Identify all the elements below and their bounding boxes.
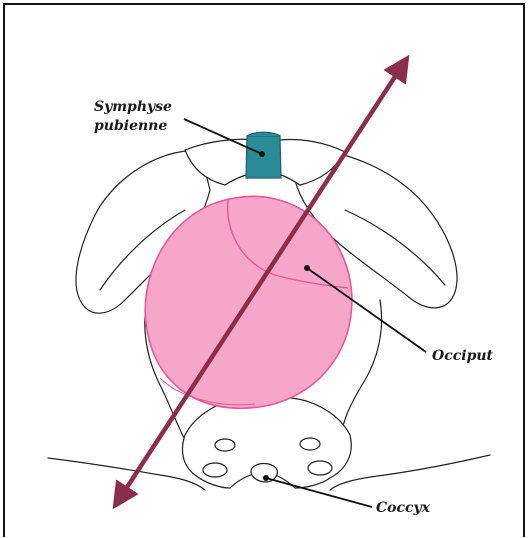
occiput-dot bbox=[304, 265, 310, 271]
sacral-foramen-upper-right bbox=[300, 438, 320, 450]
label-occiput: Occiput bbox=[432, 348, 494, 364]
coccyx-dot bbox=[263, 475, 269, 481]
right-ischium bbox=[330, 455, 490, 490]
sacral-foramen-left bbox=[203, 463, 227, 477]
label-symphyse-line2: pubienne bbox=[94, 118, 167, 134]
symphyse-dot bbox=[259, 151, 265, 157]
label-coccyx: Coccyx bbox=[376, 500, 431, 516]
symphysis-top bbox=[247, 132, 280, 136]
symphysis-shape bbox=[246, 136, 281, 178]
label-symphyse-line1: Symphyse bbox=[94, 99, 172, 115]
sacral-foramen-upper-left bbox=[215, 439, 235, 451]
sacral-foramen-right bbox=[308, 461, 332, 475]
